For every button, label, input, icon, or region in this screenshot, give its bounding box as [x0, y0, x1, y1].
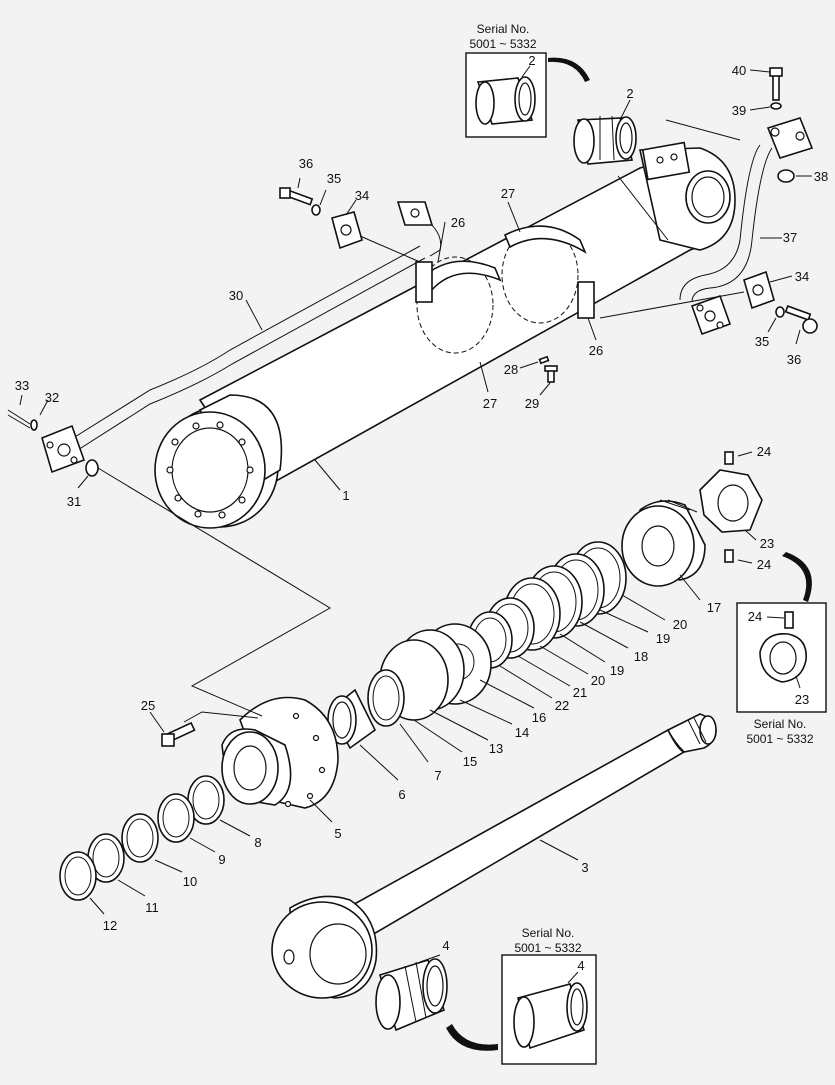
callout-6: 6 — [398, 787, 405, 802]
part-23-nut: 24 23 24 — [699, 444, 812, 602]
callout-27-bottom: 27 — [483, 396, 497, 411]
callout-19-a: 19 — [656, 631, 670, 646]
serial-box-top-title: Serial No. — [477, 22, 530, 36]
callout-24-top: 24 — [757, 444, 771, 459]
callout-32: 32 — [45, 390, 59, 405]
callout-35-right: 35 — [755, 334, 769, 349]
callout-2: 2 — [626, 86, 633, 101]
part-30-pipe: 30 32 33 31 — [7, 201, 442, 509]
callout-3: 3 — [581, 860, 588, 875]
serial-box-top: Serial No. 5001 ~ 5332 2 — [465, 22, 590, 138]
callout-27-top: 27 — [501, 186, 515, 201]
callout-16: 16 — [532, 710, 546, 725]
callout-20-a: 20 — [673, 617, 687, 632]
serial-box-bottom-title: Serial No. — [522, 926, 575, 940]
callout-40: 40 — [732, 63, 746, 78]
callout-24-mid: 24 — [757, 557, 771, 572]
serial-box-right: 24 23 Serial No. 5001 ~ 5332 — [736, 602, 827, 746]
callout-18: 18 — [634, 649, 648, 664]
callout-4: 4 — [442, 938, 449, 953]
callout-9: 9 — [218, 852, 225, 867]
part-37-pipe: 37 38 39 40 34 35 36 — [599, 63, 828, 367]
callout-7: 7 — [434, 768, 441, 783]
part-5-cylinder-head: 5 25 — [97, 467, 342, 841]
callout-15: 15 — [463, 754, 477, 769]
callout-10: 10 — [183, 874, 197, 889]
part-1-cylinder-tube: 1 — [154, 141, 736, 529]
seals-8-12: 8 9 10 11 12 — [59, 775, 262, 933]
callout-38: 38 — [814, 169, 828, 184]
callout-35-top: 35 — [327, 171, 341, 186]
callout-20-b: 20 — [591, 673, 605, 688]
callout-25: 25 — [141, 698, 155, 713]
callout-26-right: 26 — [589, 343, 603, 358]
callout-1: 1 — [342, 488, 349, 503]
serial-box-top-range: 5001 ~ 5332 — [469, 37, 536, 51]
callout-33: 33 — [15, 378, 29, 393]
bracket-upper-left: 36 35 34 — [279, 156, 421, 263]
callout-26-top: 26 — [451, 215, 465, 230]
callout-14: 14 — [515, 725, 529, 740]
callout-17: 17 — [707, 600, 721, 615]
callout-37: 37 — [783, 230, 797, 245]
serial-box-bottom: Serial No. 5001 ~ 5332 4 — [501, 926, 597, 1065]
callout-4-box: 4 — [577, 958, 584, 973]
callout-31: 31 — [67, 494, 81, 509]
callout-8: 8 — [254, 835, 261, 850]
part-3-piston-rod: 3 — [271, 713, 717, 999]
callout-28: 28 — [504, 362, 518, 377]
callout-34-top: 34 — [355, 188, 369, 203]
parts-6-7: 7 6 — [327, 669, 442, 802]
part-4-bushing: 4 — [375, 938, 498, 1051]
callout-29: 29 — [525, 396, 539, 411]
callout-34-right: 34 — [795, 269, 809, 284]
callout-23: 23 — [760, 536, 774, 551]
callout-36-right: 36 — [787, 352, 801, 367]
callout-39: 39 — [732, 103, 746, 118]
callout-23-box: 23 — [795, 692, 809, 707]
serial-box-right-range: 5001 ~ 5332 — [746, 732, 813, 746]
callout-21: 21 — [573, 685, 587, 700]
clamp-assembly: 26 27 26 27 28 29 — [415, 186, 603, 411]
seal-ring-stack: 20 19 18 19 20 21 22 16 14 13 15 — [379, 541, 687, 769]
callout-24-box: 24 — [748, 609, 762, 624]
callout-13: 13 — [489, 741, 503, 756]
part-17-piston: 17 — [621, 499, 721, 615]
callout-36-top: 36 — [299, 156, 313, 171]
callout-11: 11 — [145, 900, 159, 915]
callout-12: 12 — [103, 918, 117, 933]
serial-box-bottom-range: 5001 ~ 5332 — [514, 941, 581, 955]
callout-19-b: 19 — [610, 663, 624, 678]
callout-2-top: 2 — [528, 53, 535, 68]
callout-30: 30 — [229, 288, 243, 303]
callout-22: 22 — [555, 698, 569, 713]
serial-box-right-title: Serial No. — [754, 717, 807, 731]
part-2-bushing: 2 — [573, 86, 637, 165]
callout-5: 5 — [334, 826, 341, 841]
